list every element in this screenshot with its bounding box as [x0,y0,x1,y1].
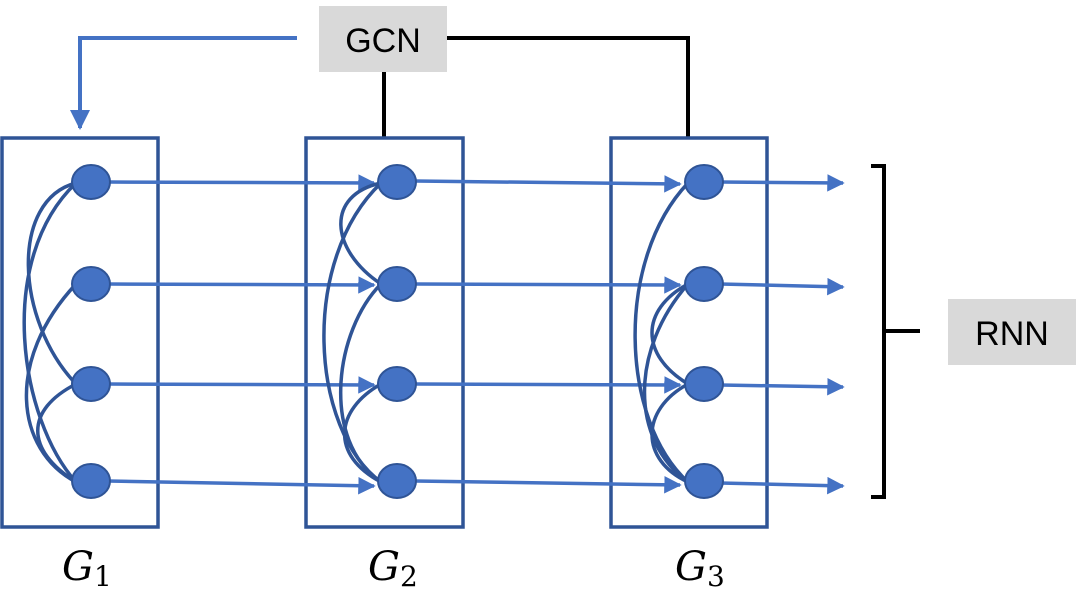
arrow-g1-g2-row4 [107,476,376,495]
gcn-to-g3-connector [447,36,690,138]
edge-g2-3-4 [342,382,382,484]
temporal-arrows [107,174,845,495]
arrow-g2-g3-row3 [414,376,682,394]
nodes-g2 [377,164,417,499]
arrow-g2-g3-row2 [414,276,682,294]
nodes-g3 [684,164,724,499]
edge-g2-2-4 [339,282,383,484]
node-g1-4 [71,463,111,499]
edges-g3 [633,181,690,484]
arrow-g1-g2-row2 [107,276,376,294]
arrow-g2-g3-row1 [414,175,682,193]
arrow-g2-g3-row4 [414,476,682,494]
arrow-g3-out-row2 [719,277,845,296]
node-g2-4 [377,463,417,499]
gcn-label-box [319,6,447,72]
graph-frame-g3 [609,136,769,529]
node-g1-3 [71,366,111,402]
edge-g2-1-2 [339,181,382,286]
edge-g3-3-4 [650,382,689,484]
edges-g1 [22,181,78,484]
gcn-label-text: GCN [345,22,421,60]
graph-label-g2: G2 [368,544,418,593]
edge-g1-3-4 [36,382,77,484]
rnn-bracket [871,164,920,499]
gcn-to-g1-connector [70,36,297,130]
node-g3-1 [684,164,724,200]
node-g2-2 [377,266,417,302]
graph-label-g1-letter: G [62,544,94,590]
gcn-label: GCN [319,6,447,72]
node-g2-1 [377,164,417,200]
arrow-g1-g2-row1 [107,174,376,192]
edge-g3-2-4 [642,282,690,484]
edge-g1-1-3 [26,181,78,386]
edge-g3-2-3 [650,282,689,386]
graph-label-g1-subscript: 1 [94,560,112,593]
edges-g2 [322,181,383,484]
graph-frame-g1 [0,136,160,529]
rnn-label: RNN [948,299,1076,365]
arrow-g3-out-row1 [719,174,845,192]
graph-label-g3-letter: G [675,544,707,590]
node-g3-3 [684,366,724,402]
graph-label-g1: G1 [62,544,112,593]
graph-label-g3-subscript: 3 [707,560,725,593]
graph-label-g2-letter: G [368,544,400,590]
rnn-label-box [948,299,1076,365]
arrow-g3-out-row3 [719,377,845,396]
graph-label-g2-subscript: 2 [400,560,418,593]
node-g3-4 [684,463,724,499]
edge-g3-1-4 [633,181,690,484]
node-g1-1 [71,164,111,200]
arrow-g1-g2-row3 [107,376,376,394]
nodes-g1 [71,164,111,499]
node-g3-2 [684,266,724,302]
arrow-g3-out-row4 [719,476,845,495]
rnn-label-text: RNN [975,315,1049,353]
edge-g1-1-4 [22,181,78,484]
graph-label-g3: G3 [675,544,725,593]
edge-g1-2-4 [24,282,78,484]
node-g2-3 [377,366,417,402]
node-g1-2 [71,266,111,302]
graph-frame-g2 [304,136,465,529]
